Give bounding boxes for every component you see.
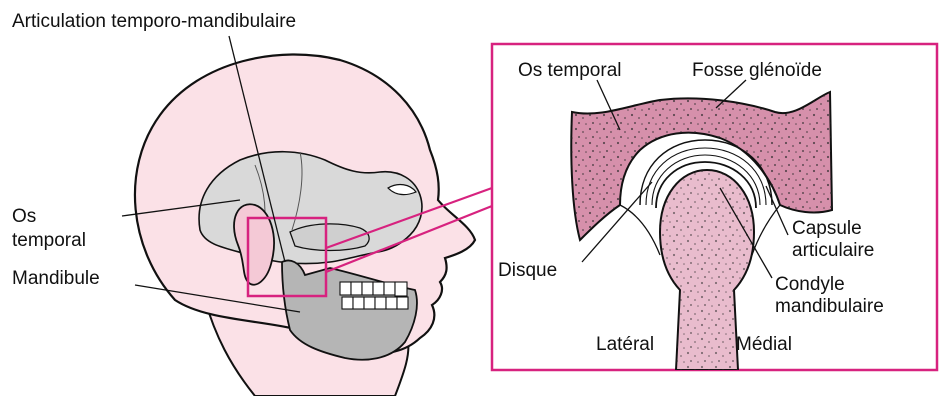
label-condyle-1: Condyle bbox=[775, 274, 845, 295]
head-illustration bbox=[135, 55, 475, 396]
label-lateral: Latéral bbox=[596, 334, 654, 355]
label-capsule-1: Capsule bbox=[792, 218, 862, 239]
label-os-temporal-inset: Os temporal bbox=[518, 60, 621, 81]
label-tmj: Articulation temporo-mandibulaire bbox=[12, 11, 296, 32]
upper-teeth bbox=[340, 282, 407, 296]
label-os-temporal-head-1: Os bbox=[12, 206, 36, 227]
label-fosse-glenoide: Fosse glénoïde bbox=[692, 60, 822, 81]
lower-teeth bbox=[342, 297, 408, 309]
label-disque: Disque bbox=[498, 260, 557, 281]
label-capsule-2: articulaire bbox=[792, 240, 874, 261]
label-condyle-2: mandibulaire bbox=[775, 296, 884, 317]
label-medial: Médial bbox=[736, 334, 792, 355]
label-os-temporal-head-2: temporal bbox=[12, 230, 86, 251]
label-mandibule: Mandibule bbox=[12, 268, 100, 289]
